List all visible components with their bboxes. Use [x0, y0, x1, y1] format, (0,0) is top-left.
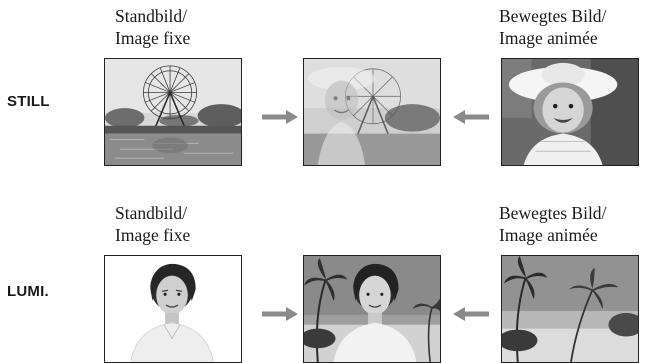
moving-caption-row2: Bewegtes Bild/ Image animée	[499, 202, 606, 246]
arrow-right-icon	[262, 307, 298, 321]
woman-portrait-photo	[104, 255, 242, 363]
palm-beach-photo	[501, 255, 639, 363]
ferris-wheel-photo	[104, 58, 242, 166]
moving-caption-line2: Image animée	[499, 225, 598, 245]
arrow-left-icon	[453, 307, 489, 321]
still-caption-line2: Image fixe	[115, 225, 191, 245]
girl-in-hat-photo	[501, 58, 639, 166]
arrow-left-icon	[453, 110, 489, 124]
still-caption-line1: Standbild/	[115, 6, 187, 26]
still-caption-row1: Standbild/ Image fixe	[115, 5, 190, 49]
still-caption-line1: Standbild/	[115, 203, 187, 223]
mode-label-lumi: LUMI.	[7, 283, 49, 300]
moving-caption-row1: Bewegtes Bild/ Image animée	[499, 5, 606, 49]
still-caption-row2: Standbild/ Image fixe	[115, 202, 190, 246]
moving-caption-line1: Bewegtes Bild/	[499, 6, 607, 26]
superimposed-girl-ferris-wheel-photo	[303, 58, 441, 166]
mode-label-still: STILL	[7, 93, 50, 110]
woman-over-beach-photo	[303, 255, 441, 363]
still-caption-line2: Image fixe	[115, 28, 191, 48]
arrow-right-icon	[262, 110, 298, 124]
moving-caption-line1: Bewegtes Bild/	[499, 203, 607, 223]
moving-caption-line2: Image animée	[499, 28, 598, 48]
